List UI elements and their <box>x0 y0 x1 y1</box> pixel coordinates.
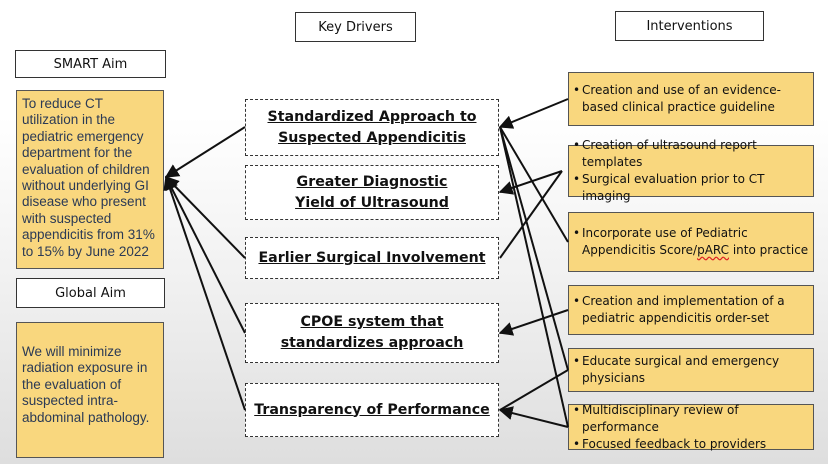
arrow-driver3-to-aim <box>165 175 246 259</box>
key-drivers-header: Key Drivers <box>295 12 416 42</box>
arrow-int1-to-driver1 <box>498 98 569 129</box>
intervention-guideline: •Creation and use of an evidence-based c… <box>568 72 814 126</box>
driver-cpoe-system: CPOE system that standardizes approach <box>245 303 499 363</box>
intervention-review-feedback: •Multidisciplinary review of performance… <box>568 403 814 451</box>
arrow-int5-to-driver1 <box>499 126 569 371</box>
intervention-appendicitis-score: •Incorporate use of Pediatric Appendicit… <box>568 212 814 272</box>
interventions-header: Interventions <box>615 11 764 41</box>
arrow-int5-to-driver5 <box>499 369 569 411</box>
intervention-ultrasound-templates: •Creation of ultrasound report templates… <box>568 138 814 203</box>
smart-aim-text: To reduce CT utilization in the pediatri… <box>16 90 164 269</box>
arrow-driver5-to-aim <box>163 175 246 411</box>
arrow-int2-to-driver2 <box>498 170 563 195</box>
intervention-order-set: •Creation and implementation of a pediat… <box>568 285 814 335</box>
arrow-int6-to-driver1 <box>499 126 569 428</box>
arrow-int3-to-driver1 <box>499 126 569 243</box>
arrow-int6-to-driver5 <box>498 406 569 428</box>
driver-earlier-surgical: Earlier Surgical Involvement <box>245 237 499 279</box>
intervention-educate-physicians: •Educate surgical and emergency physicia… <box>568 348 814 392</box>
driver-transparency: Transparency of Performance <box>245 383 499 437</box>
arrow-int2-to-driver3 <box>499 170 563 259</box>
driver-standardized-approach: Standardized Approach to Suspected Appen… <box>245 99 499 156</box>
smart-aim-header: SMART Aim <box>15 50 166 78</box>
arrow-driver1-to-aim <box>164 126 246 178</box>
global-aim-text: We will minimize radiation exposure in t… <box>16 322 164 458</box>
arrow-driver4-to-aim <box>165 175 246 334</box>
arrow-int4-to-driver4 <box>498 309 569 336</box>
driver-diagnostic-yield: Greater Diagnostic Yield of Ultrasound <box>245 165 499 220</box>
global-aim-header: Global Aim <box>16 278 165 308</box>
